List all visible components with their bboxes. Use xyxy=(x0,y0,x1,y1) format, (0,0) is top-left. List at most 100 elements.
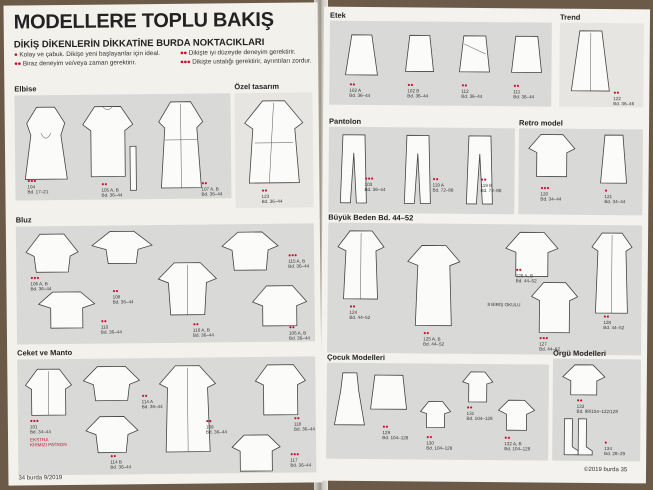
jacket-118-drawing xyxy=(254,364,307,416)
blouse-110-drawing xyxy=(37,291,96,329)
label-110: ●●110 Bd. 36–44 xyxy=(100,318,122,336)
panel-etek: ●●102 A Bd. 36–44 ●●102 B Bd. 36–44 ●●11… xyxy=(329,20,552,107)
kids-skirt-129-drawing xyxy=(370,374,408,410)
trousers-119b-drawing xyxy=(465,135,493,205)
blouse-126-drawing xyxy=(505,231,559,277)
legend-item-some-experience: ●●Biraz deneyim ve/veya zaman gerektirir… xyxy=(14,59,137,68)
note-8: 8 BİRİŞ OKULU xyxy=(487,302,521,308)
label-114b: ●●114 B Bd. 36–44 xyxy=(110,453,132,470)
label-102b: ●●102 B Bd. 36–44 xyxy=(407,82,429,99)
blouse-106b-drawing xyxy=(251,285,308,327)
coat-123-drawing xyxy=(244,100,304,184)
kids-jacket-131-drawing xyxy=(462,371,494,403)
section-cocuk-modelleri: Çocuk Modelleri xyxy=(326,352,385,363)
panel-retro-model: ●●●120 Bd. 34–44 ●121 Bd. 34–44 xyxy=(518,128,644,216)
blouse-106a-drawing xyxy=(25,233,79,273)
section-ozel-tasarim: Özel tasarım xyxy=(234,81,280,92)
label-108: ●●108 Bd. 36–44 xyxy=(112,288,134,305)
label-101: ●●●101 Bd. 34–44 xyxy=(29,418,51,435)
panel-orgu-modelleri: ●●133 Bd. 98/104–122/128 ●134 Bd. 28–29 xyxy=(552,358,642,462)
label-125: ●●125 A, B Bd. 44–52 xyxy=(423,330,445,348)
label-131: ●●131 Bd. 104–128 xyxy=(466,404,493,422)
section-retro-model: Retro model xyxy=(519,118,563,128)
legend-item-easy: ●Kolay ve çabuk. Dikişe yeni başlayanlar… xyxy=(13,50,161,59)
label-105: ●●105 A, B Bd. 36–44 xyxy=(101,181,123,199)
extra-red-pattern-note: EKSTRA KIRMIZI PATRON xyxy=(30,437,67,448)
label-129: ●●129 Bd. 104–128 xyxy=(382,424,409,441)
label-133: ●●133 Bd. 98/104–122/128 xyxy=(576,397,618,415)
coat-109-drawing xyxy=(158,365,217,453)
jacket-127-drawing xyxy=(530,282,579,334)
blouse-108-drawing xyxy=(91,230,153,264)
right-page: Etek ●●102 A Bd. 36–44 ●●102 B Bd. 36–44… xyxy=(319,6,651,484)
footer-left: 34 burda 9/2019 xyxy=(18,475,63,482)
section-etek: Etek xyxy=(329,10,346,20)
section-trend: Trend xyxy=(559,12,581,22)
vest-122-drawing xyxy=(570,30,610,92)
trousers-119a-drawing xyxy=(403,134,431,204)
section-buyuk-beden: Büyük Beden Bd. 44–52 xyxy=(328,212,414,223)
section-orgu-modelleri: Örgü Modelleri xyxy=(553,348,607,359)
skirt-111-drawing xyxy=(511,35,542,73)
section-elbise: Elbise xyxy=(14,84,37,94)
label-119b: ●●119 B Bd. 72–88 xyxy=(480,176,502,194)
jacket-120-drawing xyxy=(528,134,576,178)
coat-128-drawing xyxy=(591,232,633,314)
kids-dress-129-drawing xyxy=(333,372,365,426)
label-111: ●●111 Bd. 36–44 xyxy=(513,83,535,100)
label-121: ●121 Bd. 34–44 xyxy=(604,188,626,205)
blouse-115-drawing xyxy=(221,231,279,271)
left-page: MODELLERE TOPLU BAKIŞ DİKİŞ DİKENLERİN D… xyxy=(3,2,323,486)
label-109: ●●109 Bd. 36–44 xyxy=(205,418,227,435)
jacket-117-drawing xyxy=(231,434,281,472)
label-104: ●●●104 Bd. 17–21 xyxy=(27,178,49,195)
label-116: ●●116 A, B Bd. 36–44 xyxy=(192,321,214,339)
label-107: ●●107 A, B Bd. 36–44 xyxy=(201,180,223,198)
jacket-101-drawing xyxy=(24,368,73,416)
skirt-102a-drawing xyxy=(345,34,378,76)
panel-trend: ●●122 Bd. 36–46 xyxy=(559,22,644,108)
panel-elbise: ●●●104 Bd. 17–21 ●●105 A, B Bd. 36–44 ●●… xyxy=(14,93,232,201)
panel-bluz: ●●●106 A, B Bd. 36–44 ●●108 Bd. 36–44 ●●… xyxy=(15,223,316,345)
label-103: ●●●103 Bd. 36–44 xyxy=(364,175,386,193)
legend-item-mastery: ●●●Dikişte ustalığı gerektirir, ayrıntıl… xyxy=(180,57,312,66)
panel-ceket-manto: ●●●101 Bd. 34–44 EKSTRA KIRMIZI PATRON ●… xyxy=(17,356,317,476)
panel-cocuk-modelleri: ●●129 Bd. 104–128 ●●130 Bd. 104–128 ●●13… xyxy=(326,362,549,461)
dress-124-drawing xyxy=(337,230,385,300)
panel-buyuk-beden: ●●124 Bd. 44–52 ●●125 A, B Bd. 44–52 ●●1… xyxy=(327,222,643,356)
section-pantolon: Pantolon xyxy=(329,116,362,126)
label-102a: ●●102 A Bd. 36–44 xyxy=(349,81,371,99)
dress-104-drawing xyxy=(24,106,68,180)
label-132: ●●132 A, B Bd. 104–128 xyxy=(504,435,531,452)
trousers-103-drawing xyxy=(339,134,367,204)
label-115: ●●●115 A, B Bd. 36–44 xyxy=(288,252,310,270)
cardigan-114b-drawing xyxy=(85,416,139,454)
label-134: ●134 Bd. 28–29 xyxy=(604,440,626,457)
dress-107-drawing xyxy=(158,101,204,189)
dress-105-drawing xyxy=(82,106,134,178)
page-title: MODELLERE TOPLU BAKIŞ xyxy=(13,8,274,34)
legend-item-good-experience: ●●Dikişte iyi düzeyde deneyim gerektirir… xyxy=(179,48,296,57)
label-106b: ●●106 A, B Bd. 36–44 xyxy=(288,324,310,342)
knit-jacket-133-drawing xyxy=(562,364,606,396)
label-119a: ●●119 A Bd. 72–88 xyxy=(432,176,454,194)
skirt-121-drawing xyxy=(600,134,627,184)
blouse-116-drawing xyxy=(157,262,218,316)
kids-jacket-132-drawing xyxy=(497,399,536,431)
section-ceket-manto: Ceket ve Manto xyxy=(17,347,73,358)
label-123: ●●123 Bd. 36–44 xyxy=(261,187,283,205)
dress-125-drawing xyxy=(407,245,461,327)
belt-drawing xyxy=(129,145,137,191)
knit-socks-134-drawing xyxy=(563,418,593,456)
label-112: ●●112 Bd. 36–44 xyxy=(461,82,483,100)
label-122: ●●122 Bd. 36–46 xyxy=(613,90,635,107)
footer-right: ©2019 burda 35 xyxy=(584,466,628,474)
skirt-102b-drawing xyxy=(405,34,434,72)
label-120: ●●●120 Bd. 34–44 xyxy=(540,185,562,203)
label-124: ●●124 Bd. 44–52 xyxy=(349,303,371,321)
label-128: ●●128 Bd. 44–52 xyxy=(603,314,625,331)
label-130: ●●130 Bd. 104–128 xyxy=(426,434,453,452)
skirt-112-drawing xyxy=(459,35,490,73)
label-117: ●●●117 Bd. 36–44 xyxy=(290,451,312,469)
cardigan-114a-drawing xyxy=(82,365,141,402)
